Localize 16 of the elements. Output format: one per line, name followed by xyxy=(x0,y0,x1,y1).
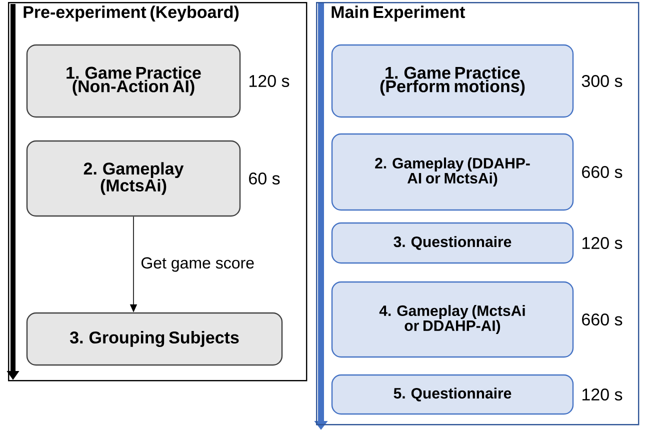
duration-label: 660 s xyxy=(582,313,622,326)
process-box: 3. Grouping Subjects xyxy=(26,312,283,366)
process-box: 1. Game Practice (Perform motions) xyxy=(331,44,574,118)
process-box: 5. Questionnaire xyxy=(331,374,574,415)
duration-label: 120 s xyxy=(250,74,290,88)
process-box: 1. Game Practice (Non-Action AI) xyxy=(26,44,241,118)
edge-label: Get game score xyxy=(142,257,254,272)
duration-label: 120 s xyxy=(582,236,622,250)
duration-label: 120 s xyxy=(582,388,622,401)
duration-label: 300 s xyxy=(582,74,622,88)
duration-label: 660 s xyxy=(582,166,622,178)
process-box: 2. Gameplay (DDAHP-AI or MctsAi) xyxy=(331,133,574,211)
process-box: 2. Gameplay (MctsAi) xyxy=(26,140,241,217)
duration-label: 60 s xyxy=(249,172,280,185)
process-box: 3. Questionnaire xyxy=(331,222,574,264)
process-box: 4. Gameplay (MctsAi or DDAHP-AI) xyxy=(331,281,574,358)
